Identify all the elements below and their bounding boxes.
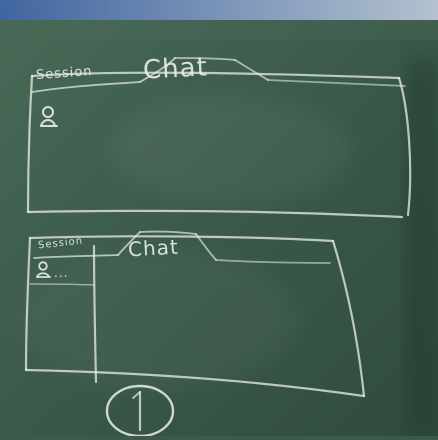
chat-title-2: Chat (127, 235, 179, 262)
list-item-ellipsis: ... (54, 266, 68, 280)
top-strip (0, 0, 438, 20)
chalk-smudge (110, 95, 350, 205)
chat-title: Chat (142, 52, 208, 85)
right-shadow (406, 60, 438, 436)
top-shadow (0, 20, 438, 40)
